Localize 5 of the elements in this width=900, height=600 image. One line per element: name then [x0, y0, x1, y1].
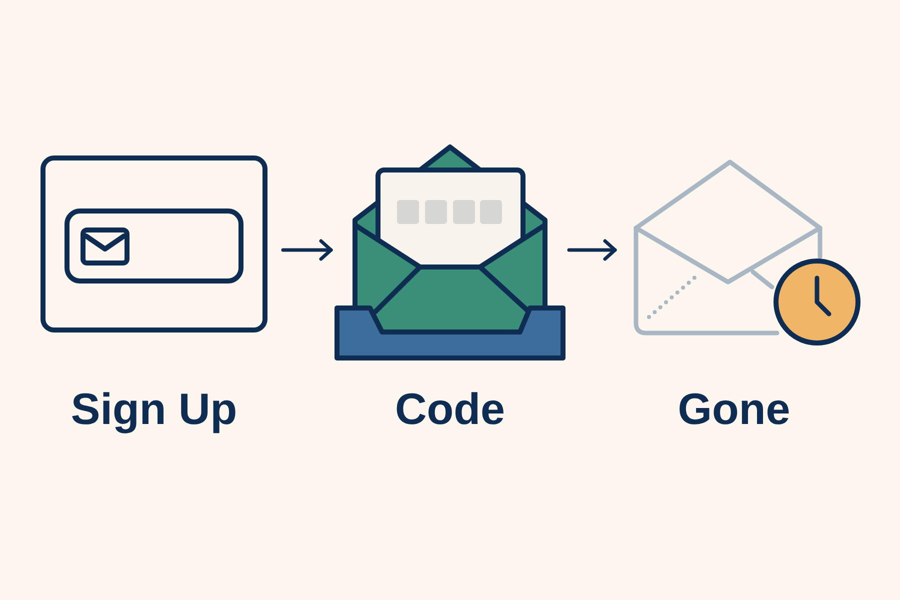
step-label: Gone	[678, 388, 790, 432]
step-label: Sign Up	[70, 388, 238, 432]
arrow	[281, 239, 333, 261]
arrow	[567, 239, 617, 261]
step-label: Code	[395, 388, 505, 432]
